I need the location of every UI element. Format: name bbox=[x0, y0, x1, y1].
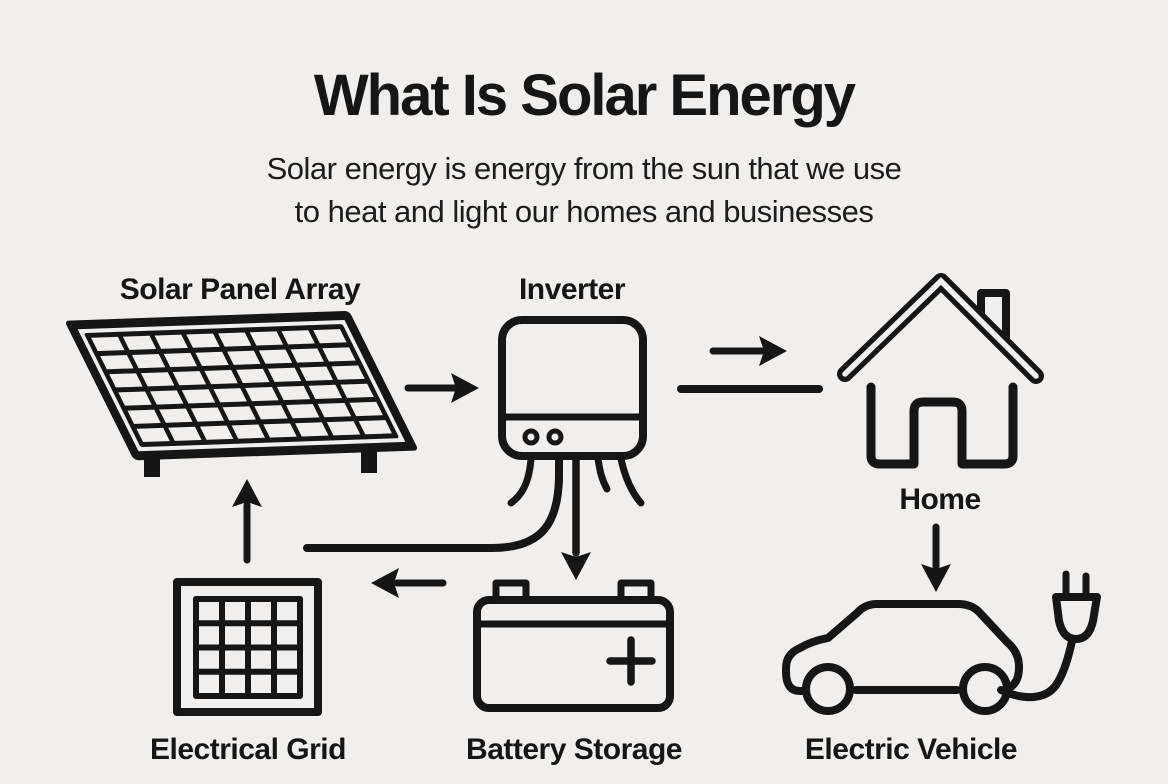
house-icon bbox=[837, 273, 1044, 469]
wire-inverter-to-grid bbox=[303, 455, 563, 552]
arrow-solar-to-inverter bbox=[404, 373, 479, 403]
battery-icon bbox=[473, 579, 674, 712]
label-home: Home bbox=[899, 483, 981, 516]
page-title: What Is Solar Energy bbox=[313, 63, 856, 128]
ev-car-icon bbox=[782, 570, 1101, 715]
car-body bbox=[782, 600, 1023, 695]
front-wheel bbox=[802, 663, 854, 715]
page-subtitle: Solar energy is energy from the sun that… bbox=[0, 148, 1168, 234]
arrow-to-electrical-grid bbox=[371, 568, 447, 598]
inverter-wire-1 bbox=[507, 455, 535, 507]
label-inverter: Inverter bbox=[518, 273, 626, 306]
arrow-inverter-to-home bbox=[677, 336, 823, 393]
label-solar-panel-array: Solar Panel Array bbox=[119, 273, 361, 306]
inverter-wire-3 bbox=[617, 455, 645, 507]
arrow-inverter-to-battery bbox=[561, 455, 591, 580]
arrow-grid-to-solar bbox=[232, 479, 262, 564]
label-battery-storage: Battery Storage bbox=[466, 733, 682, 766]
panel-leg-right bbox=[361, 448, 377, 473]
subtitle-line-1: Solar energy is energy from the sun that… bbox=[266, 151, 902, 186]
label-electrical-grid: Electrical Grid bbox=[150, 733, 346, 766]
grid-icon bbox=[173, 578, 322, 716]
plug-body bbox=[1052, 593, 1101, 643]
chimney bbox=[977, 289, 1010, 342]
inverter-wire-2 bbox=[594, 455, 611, 493]
charging-cable bbox=[997, 637, 1076, 702]
label-electric-vehicle: Electric Vehicle bbox=[804, 733, 1018, 766]
solar-panel-icon bbox=[65, 310, 418, 477]
plug-prongs bbox=[1062, 570, 1090, 597]
inverter-icon bbox=[498, 316, 647, 507]
arrow-home-to-ev bbox=[921, 523, 951, 592]
plus-symbol bbox=[606, 636, 656, 686]
house-walls-door bbox=[866, 382, 1018, 469]
subtitle-line-2: to heat and light our homes and business… bbox=[294, 193, 874, 229]
